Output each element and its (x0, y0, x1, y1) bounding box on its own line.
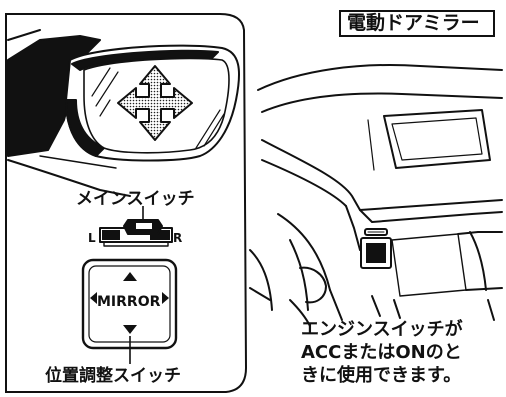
diagram-title: 電動ドアミラー (347, 12, 480, 34)
right-label: R (173, 231, 183, 245)
usage-note-line-3: きに使用できます。 (301, 365, 462, 386)
main-switch-label: メインスイッチ (76, 189, 195, 209)
mirror-label: MIRROR (97, 294, 161, 310)
adjust-switch-label: 位置調整スイッチ (45, 366, 181, 386)
door-mirror-illustration (7, 29, 241, 197)
main-switch-illustration (99, 206, 173, 247)
dashboard-illustration (249, 64, 503, 327)
left-label: L (88, 231, 96, 245)
usage-note-line-2: ACCまたはONのと (301, 342, 462, 363)
title-box (339, 10, 495, 37)
adjust-switch-illustration (81, 258, 178, 364)
usage-note-line-1: エンジンスイッチが (301, 319, 463, 340)
